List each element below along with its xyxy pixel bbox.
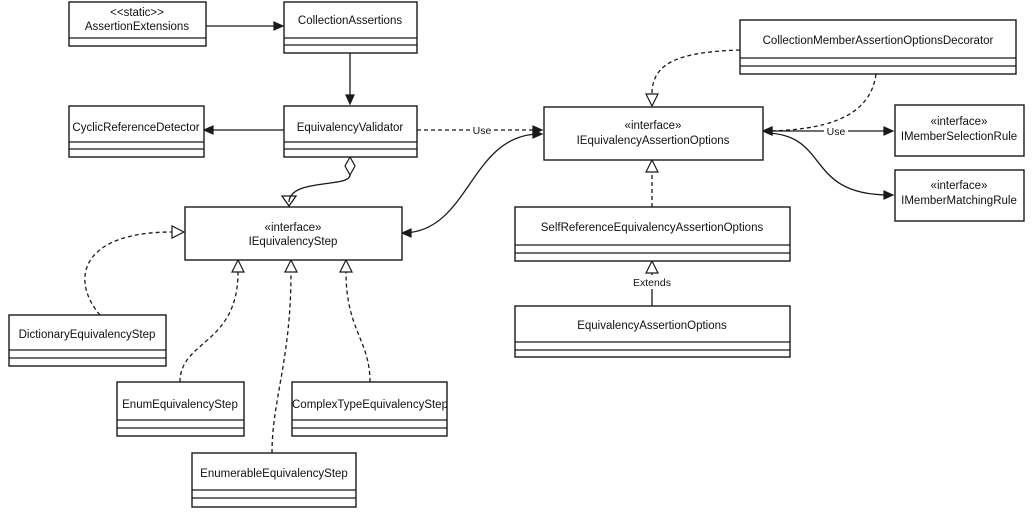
- edge-label-use-1: Use: [473, 125, 492, 137]
- class-name: EnumEquivalencyStep: [122, 399, 238, 411]
- class-stereotype: «interface»: [625, 120, 682, 132]
- class-name: EnumerableEquivalencyStep: [200, 468, 348, 480]
- class-name: IMemberMatchingRule: [901, 195, 1017, 207]
- class-name: IMemberSelectionRule: [901, 131, 1017, 143]
- class-stereotype: <<static>>: [110, 7, 164, 19]
- class-complex-type-equivalency-step[interactable]: ComplexTypeEquivalencyStep: [291, 381, 448, 437]
- edge-options-to-matching-rule: [766, 132, 895, 200]
- class-name: EquivalencyAssertionOptions: [577, 320, 727, 332]
- class-cyclic-reference-detector[interactable]: CyclicReferenceDetector: [68, 105, 205, 158]
- interface-i-equivalency-step[interactable]: «interface» IEquivalencyStep: [184, 206, 403, 261]
- edge-options-uses-selection-rule: Use: [761, 124, 895, 138]
- class-assertion-extensions[interactable]: <<static>> AssertionExtensions: [68, 1, 207, 47]
- edge-decorator-uses-options: [761, 73, 877, 136]
- class-name: IEquivalencyAssertionOptions: [577, 135, 730, 147]
- class-name: SelfReferenceEquivalencyAssertionOptions: [541, 222, 764, 234]
- edge-options-extends-selfref: Extends: [630, 259, 674, 306]
- class-stereotype: «interface»: [931, 116, 988, 128]
- edge-enumerable-implements-step: [271, 258, 298, 454]
- class-name: CollectionMemberAssertionOptionsDecorato…: [763, 35, 994, 47]
- class-collection-member-assertion-options-decorator[interactable]: CollectionMemberAssertionOptionsDecorato…: [739, 19, 1017, 75]
- class-dictionary-equivalency-step[interactable]: DictionaryEquivalencyStep: [8, 314, 167, 367]
- class-self-reference-equivalency-assertion-options[interactable]: SelfReferenceEquivalencyAssertionOptions: [514, 206, 791, 262]
- interface-i-member-selection-rule[interactable]: «interface» IMemberSelectionRule: [894, 104, 1025, 157]
- class-equivalency-validator[interactable]: EquivalencyValidator: [283, 105, 418, 158]
- edge-collection-to-validator: [345, 53, 355, 106]
- class-name: IEquivalencyStep: [249, 236, 338, 248]
- edge-step-to-options: [400, 129, 544, 238]
- interface-i-member-matching-rule[interactable]: «interface» IMemberMatchingRule: [894, 169, 1025, 222]
- class-stereotype: «interface»: [931, 180, 988, 192]
- edge-decorator-implements-options: [645, 49, 741, 108]
- class-enum-equivalency-step[interactable]: EnumEquivalencyStep: [116, 381, 245, 437]
- edge-enum-implements-step: [179, 258, 245, 383]
- class-name: ComplexTypeEquivalencyStep: [292, 399, 448, 411]
- class-name: CyclicReferenceDetector: [72, 122, 199, 134]
- class-name: DictionaryEquivalencyStep: [19, 329, 156, 341]
- interface-i-equivalency-assertion-options[interactable]: «interface» IEquivalencyAssertionOptions: [543, 106, 764, 161]
- class-collection-assertions[interactable]: CollectionAssertions: [283, 1, 418, 54]
- class-stereotype: «interface»: [265, 222, 322, 234]
- edge-validator-to-cyclic: [202, 125, 284, 135]
- class-name: EquivalencyValidator: [297, 122, 404, 134]
- edge-selfref-implements-options: [645, 158, 659, 207]
- edge-label-use-2: Use: [827, 126, 846, 138]
- edge-extensions-to-collection: [206, 21, 285, 31]
- edge-validator-uses-options: Use: [417, 123, 544, 137]
- class-equivalency-assertion-options[interactable]: EquivalencyAssertionOptions: [514, 305, 791, 358]
- edge-complex-implements-step: [339, 258, 371, 383]
- class-name: AssertionExtensions: [85, 21, 189, 33]
- class-enumerable-equivalency-step[interactable]: EnumerableEquivalencyStep: [191, 452, 357, 508]
- class-name: CollectionAssertions: [298, 15, 402, 27]
- edge-label-extends: Extends: [633, 277, 671, 289]
- edge-dictionary-implements-step: [84, 225, 186, 316]
